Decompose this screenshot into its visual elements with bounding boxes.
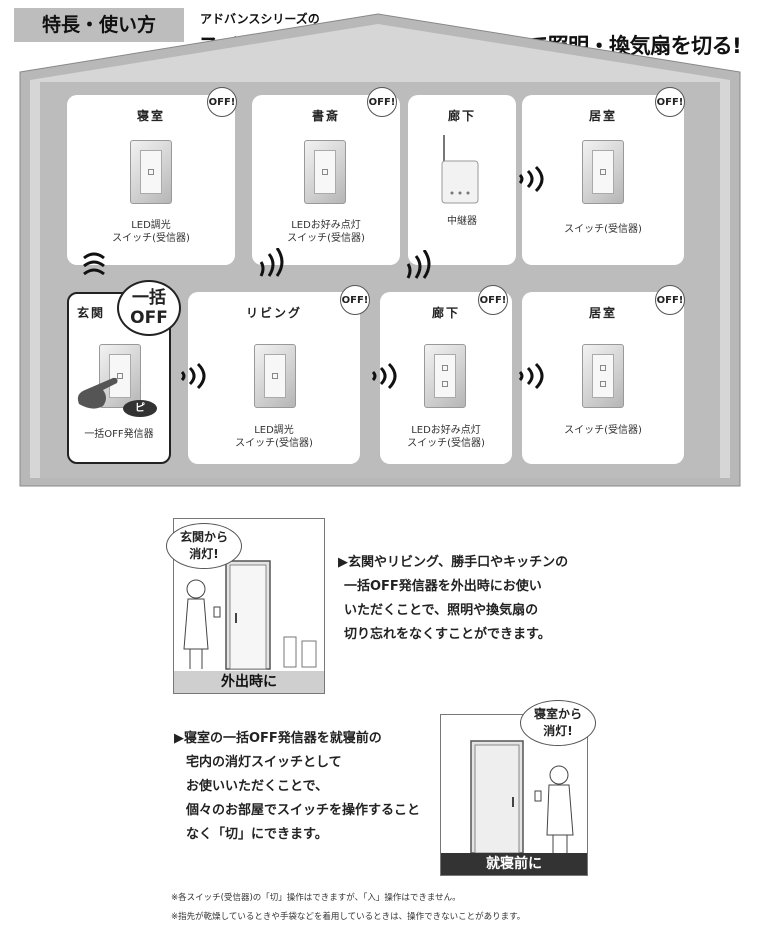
switch-led xyxy=(117,373,123,379)
switch-led xyxy=(148,169,154,175)
speech-bubble: 玄関から 消灯! xyxy=(166,523,242,569)
room-title: 廊下 xyxy=(431,306,460,320)
text-line: お使いいただくことで、 xyxy=(186,779,329,794)
switch-icon xyxy=(582,344,624,408)
switch-icon xyxy=(582,140,624,204)
bulk-off-transmitter-icon xyxy=(99,344,141,408)
off-badge: OFF! xyxy=(207,87,237,117)
room-title: 寝室 xyxy=(136,109,165,123)
bubble-line: 消灯! xyxy=(189,547,219,561)
room-caption: LED調光 xyxy=(254,425,294,436)
signal-waves-icon xyxy=(518,362,544,390)
footnote: ※指先が乾燥しているときや手袋などを着用しているときは、操作できないことがありま… xyxy=(171,912,526,922)
room-caption: 中継器 xyxy=(447,216,477,227)
signal-waves-icon xyxy=(406,250,431,279)
off-badge: OFF! xyxy=(367,87,397,117)
room-bedroom: 寝室 LED調光 スイッチ(受信器) xyxy=(67,95,235,265)
bulk-off-badge: 一括 OFF xyxy=(117,280,181,336)
room-title: リビング xyxy=(245,306,302,320)
text-line: ▶寝室の一括OFF発信器を就寝前の xyxy=(174,731,382,746)
text-line: 個々のお部屋でスイッチを操作すること xyxy=(186,803,421,818)
scene-label: 外出時に xyxy=(174,671,324,693)
led-switch-icon xyxy=(304,140,346,204)
room-hallway-upper: 廊下 中継器 xyxy=(408,95,516,265)
beep-label: ピ xyxy=(123,400,157,417)
repeater-icon xyxy=(441,135,479,204)
room-living: リビング LED調光 スイッチ(受信器) xyxy=(188,292,360,464)
before-bed-illustration xyxy=(470,740,574,853)
switch-led xyxy=(322,169,328,175)
scene1-description: ▶玄関やリビング、勝手口やキッチンの 一括OFF発信器を外出時にお使い いただく… xyxy=(338,551,568,647)
room-title: 居室 xyxy=(588,109,617,123)
footnote: ※各スイッチ(受信器)の「切」操作はできますが、「入」操作はできません。 xyxy=(171,893,461,903)
signal-waves-icon xyxy=(371,362,397,390)
room-caption: LEDお好み点灯 xyxy=(411,425,481,436)
room-title: 書斎 xyxy=(311,109,340,123)
header-subtitle: アドバンスシリーズの xyxy=(200,12,320,26)
text-line: なく「切」にできます。 xyxy=(186,827,328,842)
switch-inner xyxy=(592,354,614,398)
switch-led xyxy=(600,381,606,387)
switch-led xyxy=(600,169,606,175)
switch-led xyxy=(600,365,606,371)
pointing-finger-icon xyxy=(77,377,118,409)
room-caption: スイッチ(受信器) xyxy=(407,438,485,449)
signal-waves-icon xyxy=(518,165,544,193)
signal-waves-icon xyxy=(83,252,105,276)
bubble-line: 消灯! xyxy=(543,724,573,738)
room-caption: スイッチ(受信器) xyxy=(564,224,642,235)
speech-bubble: 寝室から 消灯! xyxy=(520,700,596,746)
bubble-line: 寝室から xyxy=(533,707,582,721)
going-out-illustration xyxy=(183,560,317,670)
text-line: いただくことで、照明や換気扇の xyxy=(344,603,539,618)
off-badge: OFF! xyxy=(655,285,685,315)
room-caption: スイッチ(受信器) xyxy=(235,438,313,449)
switch-led xyxy=(442,365,448,371)
text-line: 宅内の消灯スイッチとして xyxy=(186,755,342,770)
room-study: 書斎 LEDお好み点灯 スイッチ(受信器) xyxy=(252,95,400,265)
room-title: 廊下 xyxy=(447,109,476,123)
switch-inner xyxy=(592,150,614,194)
signal-waves-icon xyxy=(180,362,206,390)
bulk-off-badge-line2: OFF xyxy=(130,308,168,328)
room-caption: スイッチ(受信器) xyxy=(112,233,190,244)
room-caption: 一括OFF発信器 xyxy=(84,429,154,440)
room-caption: LEDお好み点灯 xyxy=(291,220,361,231)
led-switch-icon xyxy=(424,344,466,408)
header-tag: 特長・使い方 xyxy=(41,14,156,36)
scene-before-bed: 就寝前に xyxy=(440,714,588,876)
room-hallway-lower: 廊下 LEDお好み点灯 スイッチ(受信器) xyxy=(380,292,512,464)
off-badge: OFF! xyxy=(655,87,685,117)
scene2-description: ▶寝室の一括OFF発信器を就寝前の 宅内の消灯スイッチとして お使いいただくこと… xyxy=(174,727,420,847)
switch-inner xyxy=(140,150,162,194)
switch-inner xyxy=(264,354,286,398)
off-badge: OFF! xyxy=(478,285,508,315)
switch-led xyxy=(442,381,448,387)
room-title: 居室 xyxy=(588,306,617,320)
room-caption: LED調光 xyxy=(131,220,171,231)
switch-inner xyxy=(314,150,336,194)
led-dimmer-switch-icon xyxy=(130,140,172,204)
header-tag-background xyxy=(14,8,184,42)
switch-inner xyxy=(434,354,456,398)
scene-label: 就寝前に xyxy=(441,853,587,875)
switch-led xyxy=(272,373,278,379)
room-caption: スイッチ(受信器) xyxy=(564,425,642,436)
text-line: 切り忘れをなくすことができます。 xyxy=(344,627,551,642)
switch-inner xyxy=(109,354,131,398)
room-living-upper: 居室 スイッチ(受信器) xyxy=(522,95,684,265)
bubble-line: 玄関から xyxy=(179,530,228,544)
room-caption: スイッチ(受信器) xyxy=(287,233,365,244)
text-line: ▶玄関やリビング、勝手口やキッチンの xyxy=(338,555,569,570)
led-dimmer-switch-icon xyxy=(254,344,296,408)
text-line: 一括OFF発信器を外出時にお使い xyxy=(344,579,542,594)
room-title: 玄関 xyxy=(77,306,106,320)
room-living-lower: 居室 スイッチ(受信器) xyxy=(522,292,684,464)
off-badge: OFF! xyxy=(340,285,370,315)
bulk-off-badge-line1: 一括 xyxy=(132,288,166,308)
signal-waves-icon xyxy=(259,248,284,277)
